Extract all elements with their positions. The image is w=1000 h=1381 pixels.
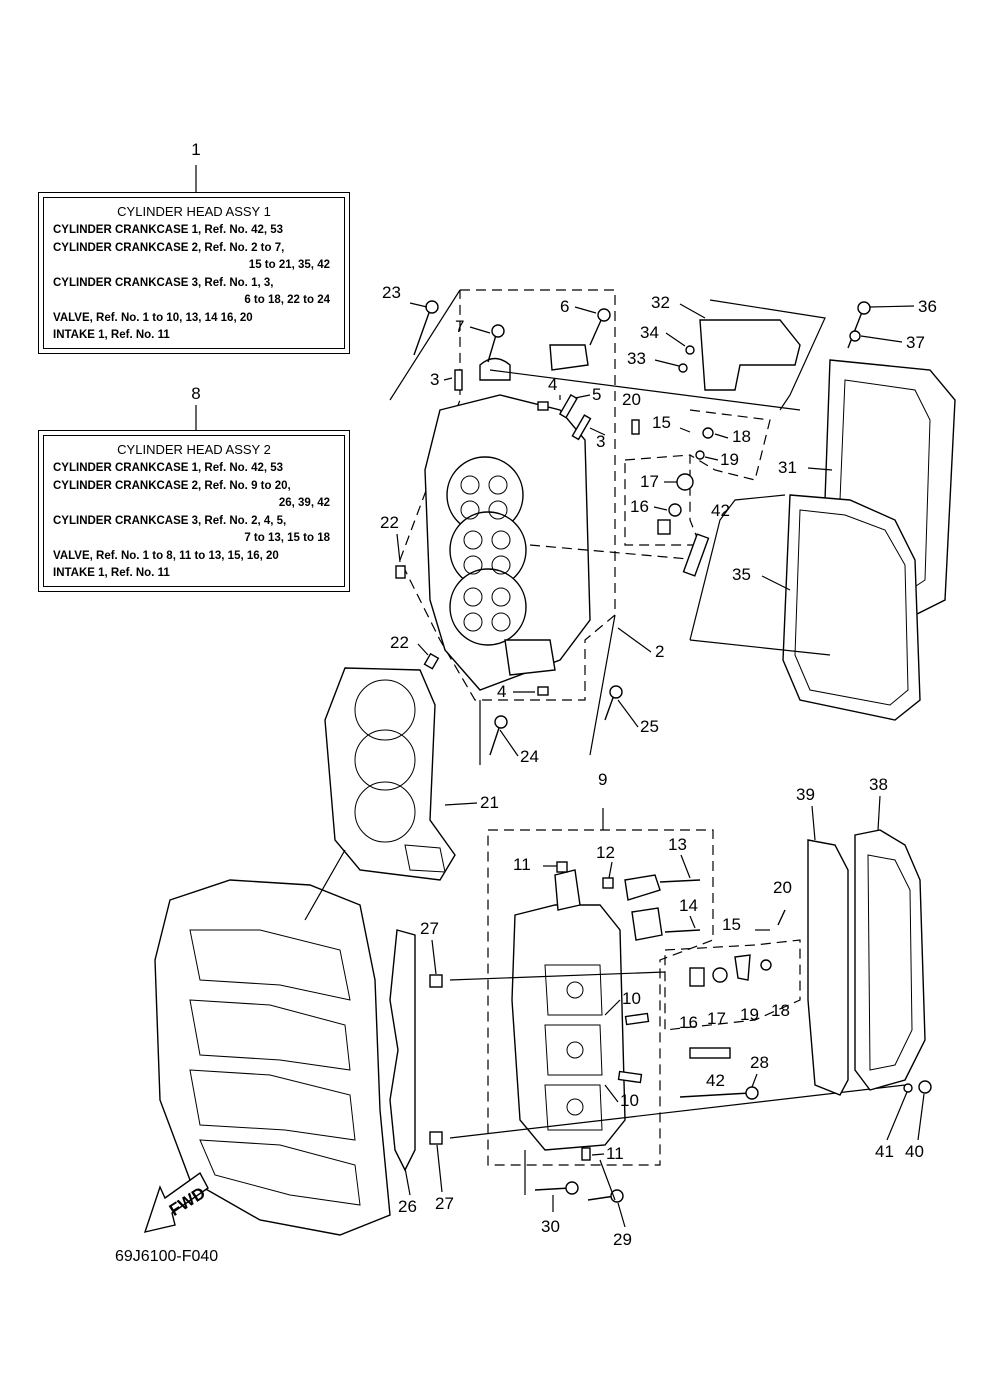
info-line: CYLINDER CRANKCASE 3, Ref. No. 2, 4, 5,: [53, 514, 287, 527]
callout-27b: 27: [435, 1194, 454, 1213]
info-line: INTAKE 1, Ref. No. 11: [53, 329, 170, 341]
callouts: 1 8 23 7 6 3 4 5 20 15 18 19 3 17 16 42 …: [191, 140, 937, 1249]
sensor-group-upper: [624, 409, 771, 577]
info-line: 15 to 21, 35, 42: [248, 259, 330, 271]
gasket-39: [807, 839, 849, 1096]
callout-1: 1: [191, 140, 200, 159]
info-line: CYLINDER CRANKCASE 2, Ref. No. 2 to 7,: [53, 241, 285, 254]
info-line: INTAKE 1, Ref. No. 11: [53, 567, 170, 579]
gasket-26: [389, 929, 416, 1172]
info-line: VALVE, Ref. No. 1 to 10, 13, 14 16, 20: [53, 311, 253, 324]
callout-5: 5: [592, 385, 601, 404]
callout-9: 9: [598, 770, 607, 789]
sensor-group-lower: [664, 909, 801, 1031]
callout-4b: 4: [497, 682, 506, 701]
callout-20: 20: [622, 390, 641, 409]
callout-41: 41: [875, 1142, 894, 1161]
callout-19: 19: [720, 450, 739, 469]
info-line: 6 to 18, 22 to 24: [244, 294, 330, 306]
callout-27a: 27: [420, 919, 439, 938]
info-box-title: CYLINDER HEAD ASSY 1: [117, 204, 271, 219]
callout-11b: 11: [606, 1144, 624, 1163]
callout-42: 42: [711, 501, 730, 520]
callout-3: 3: [430, 370, 439, 389]
callout-17b: 17: [707, 1009, 726, 1028]
info-box-cylinder-head-assy-2: CYLINDER HEAD ASSY 2 CYLINDER CRANKCASE …: [38, 430, 350, 592]
callout-38: 38: [869, 775, 888, 794]
exhaust-cover-38: [854, 829, 932, 1094]
callout-42b: 42: [706, 1071, 725, 1090]
callout-25: 25: [640, 717, 659, 736]
callout-35: 35: [732, 565, 751, 584]
callout-22a: 22: [380, 513, 399, 532]
callout-26: 26: [398, 1197, 417, 1216]
callout-12: 12: [596, 843, 615, 862]
callout-6: 6: [560, 297, 569, 316]
info-line: CYLINDER CRANKCASE 1, Ref. No. 42, 53: [53, 224, 284, 236]
info-line: CYLINDER CRANKCASE 3, Ref. No. 1, 3,: [53, 276, 274, 289]
info-box-cylinder-head-assy-1: CYLINDER HEAD ASSY 1 CYLINDER CRANKCASE …: [38, 192, 350, 354]
callout-18: 18: [732, 427, 751, 446]
callout-39: 39: [796, 785, 815, 804]
info-box-title: CYLINDER HEAD ASSY 2: [117, 442, 271, 457]
engine-block: [154, 849, 391, 1236]
callout-11a: 11: [513, 855, 531, 874]
callout-23: 23: [382, 283, 401, 302]
callout-18b: 18: [771, 1001, 790, 1020]
callout-17: 17: [640, 472, 659, 491]
callout-31: 31: [778, 458, 797, 477]
callout-7: 7: [455, 317, 464, 336]
callout-33: 33: [627, 349, 646, 368]
head-gasket-21: [324, 667, 456, 881]
info-line: VALVE, Ref. No. 1 to 8, 11 to 13, 15, 16…: [53, 549, 279, 562]
callout-14: 14: [679, 896, 698, 915]
info-line: CYLINDER CRANKCASE 2, Ref. No. 9 to 20,: [53, 479, 291, 492]
callout-8: 8: [191, 384, 200, 403]
callout-19b: 19: [740, 1005, 759, 1024]
diagram-code: 69J6100-F040: [115, 1248, 219, 1265]
callout-34: 34: [640, 323, 659, 342]
callout-4: 4: [548, 375, 557, 394]
callout-21: 21: [480, 793, 499, 812]
info-line: 26, 39, 42: [278, 497, 330, 509]
cover-plate-32: [678, 299, 826, 411]
callout-28: 28: [750, 1053, 769, 1072]
callout-3b: 3: [596, 432, 605, 451]
callout-13: 13: [668, 835, 687, 854]
callout-32: 32: [651, 293, 670, 312]
callout-15: 15: [652, 413, 671, 432]
info-line: CYLINDER CRANKCASE 1, Ref. No. 42, 53: [53, 462, 284, 474]
head-cover-31: [689, 301, 956, 721]
callout-24: 24: [520, 747, 539, 766]
info-line: 7 to 13, 15 to 18: [244, 532, 330, 544]
callout-22b: 22: [390, 633, 409, 652]
callout-16: 16: [630, 497, 649, 516]
upper-head-group: [389, 289, 801, 765]
callout-10b: 10: [620, 1091, 639, 1110]
callout-16b: 16: [679, 1013, 698, 1032]
callout-leaders: [396, 302, 925, 1228]
callout-2: 2: [655, 642, 664, 661]
callout-10a: 10: [622, 989, 641, 1008]
callout-37: 37: [906, 333, 925, 352]
lower-head-group: [429, 808, 906, 1203]
callout-36: 36: [918, 297, 937, 316]
callout-29: 29: [613, 1230, 632, 1249]
callout-30: 30: [541, 1217, 560, 1236]
callout-15b: 15: [722, 915, 741, 934]
callout-20b: 20: [773, 878, 792, 897]
fwd-arrow: FWD: [143, 1171, 209, 1233]
callout-40: 40: [905, 1142, 924, 1161]
